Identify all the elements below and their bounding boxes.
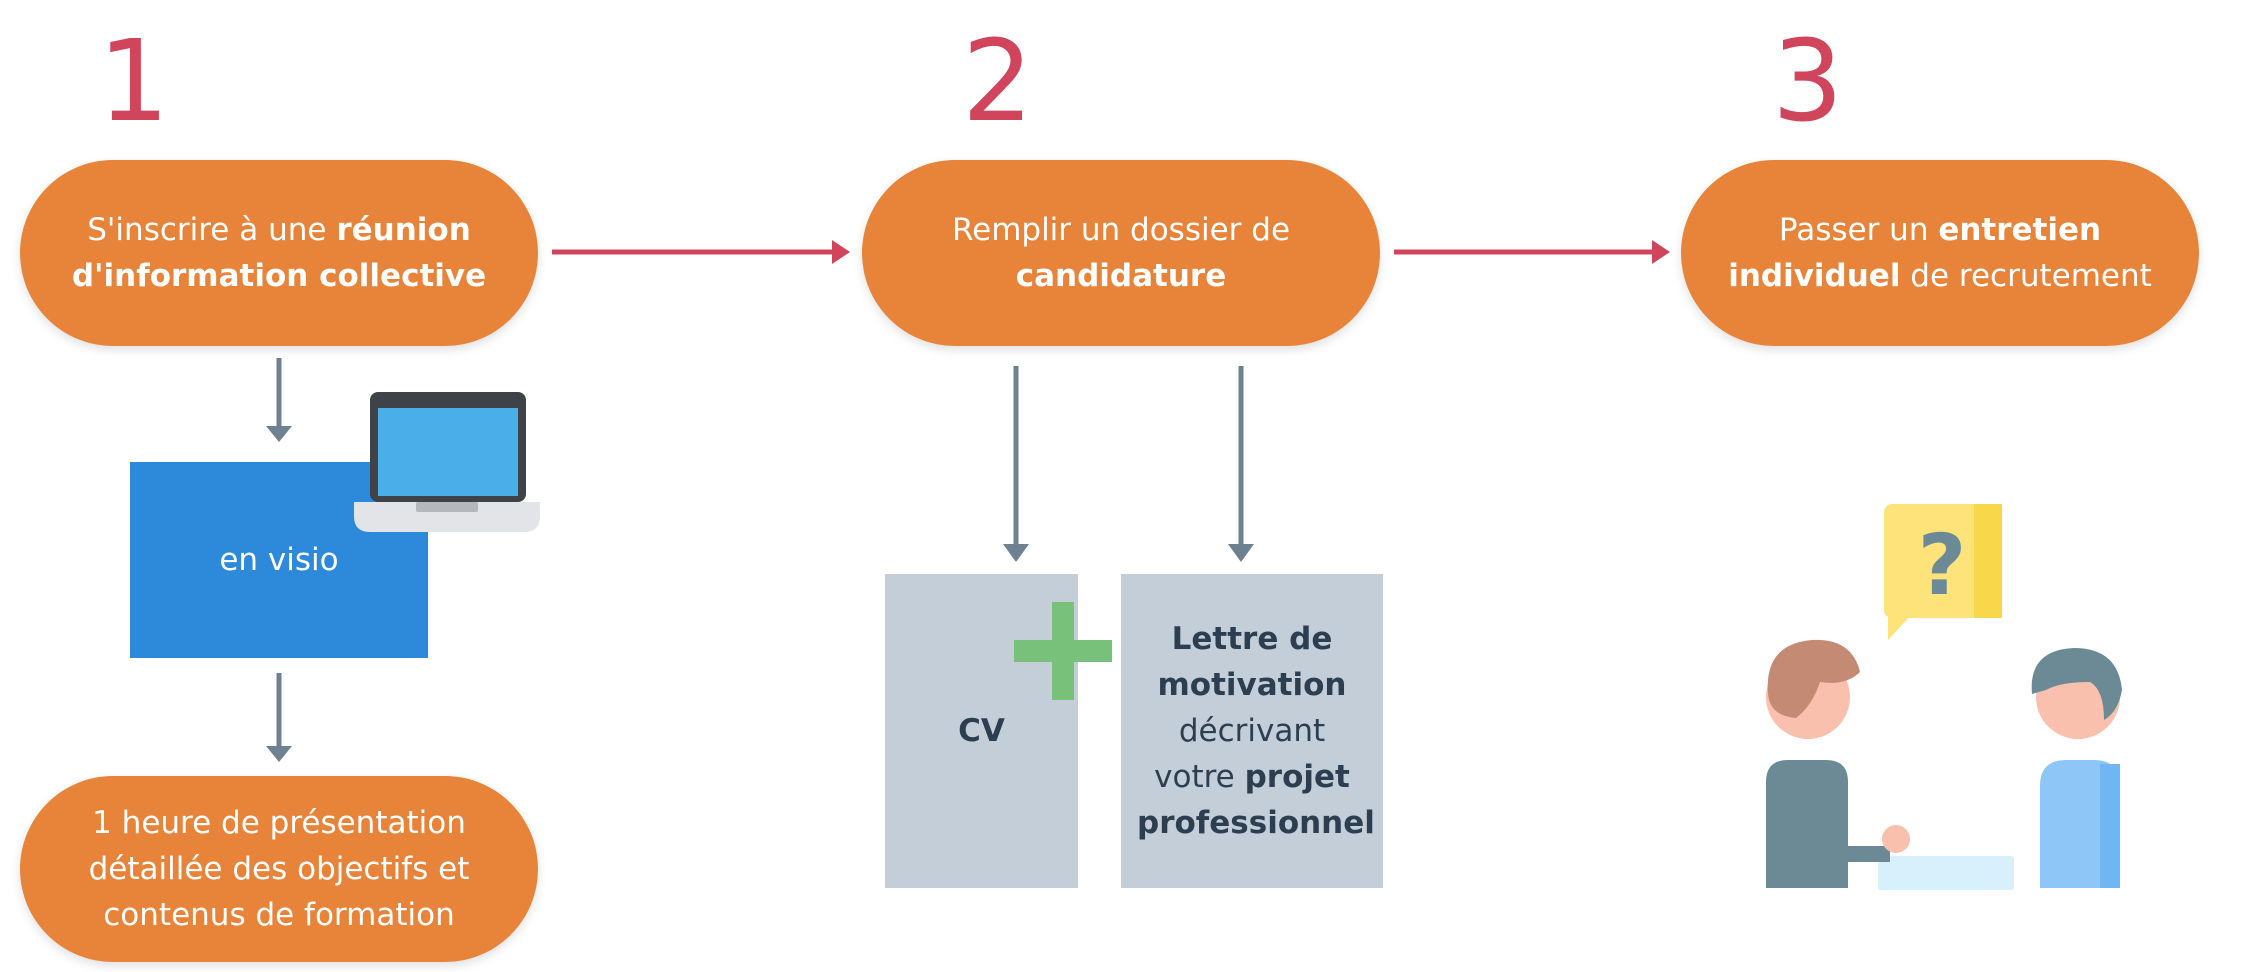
step-2-bold-text: candidature [1015, 258, 1227, 294]
step-number-3: 3 [1772, 17, 1844, 147]
arrow-down-to-lettre [1228, 366, 1254, 562]
lettre-bold-2: projet professionnel [1137, 759, 1375, 841]
step-3-text: Passer un [1778, 212, 1939, 248]
visio-label: en visio [219, 542, 339, 578]
cv-box: CV [885, 574, 1078, 888]
question-bubble-icon [1884, 504, 2002, 640]
arrow-step1-to-step2 [552, 240, 850, 264]
question-mark-glyph: ? [1918, 516, 1967, 614]
lettre-bold-1: Lettre de motivation [1157, 621, 1347, 703]
arrow-down-to-visio [266, 358, 292, 442]
lettre-text: décrivant votre [1154, 713, 1326, 795]
arrow-down-to-presentation [266, 673, 292, 762]
step-1-pill: S'inscrire à une réunion d'information c… [20, 160, 538, 346]
arrow-step2-to-step3 [1394, 240, 1670, 264]
step-2-pill: Remplir un dossier de candidature [862, 160, 1380, 346]
plus-icon [1014, 602, 1112, 700]
cv-label: CV [958, 713, 1005, 749]
step-2-text: Remplir un dossier de [951, 212, 1291, 248]
step-3-text-end: de recrutement [1900, 258, 2152, 294]
step-3-pill: Passer un entretien individuel de recrut… [1681, 160, 2199, 346]
presentation-text: 1 heure de présentation détaillée des ob… [88, 805, 470, 933]
step-number-2: 2 [962, 17, 1034, 147]
step-number-1: 1 [98, 17, 170, 147]
step-3-bold-text: entretien individuel [1728, 212, 2102, 294]
lettre-box: Lettre de motivation décrivant votre pro… [1121, 574, 1383, 888]
arrow-down-to-cv [1003, 366, 1029, 562]
step-1-text: S'inscrire à une [87, 212, 337, 248]
laptop-icon [354, 392, 540, 532]
presentation-pill: 1 heure de présentation détaillée des ob… [20, 776, 538, 962]
interview-illustration-icon [1766, 504, 2122, 890]
step-1-bold-text: réunion d'information collective [71, 212, 487, 294]
visio-box: en visio [130, 462, 428, 658]
